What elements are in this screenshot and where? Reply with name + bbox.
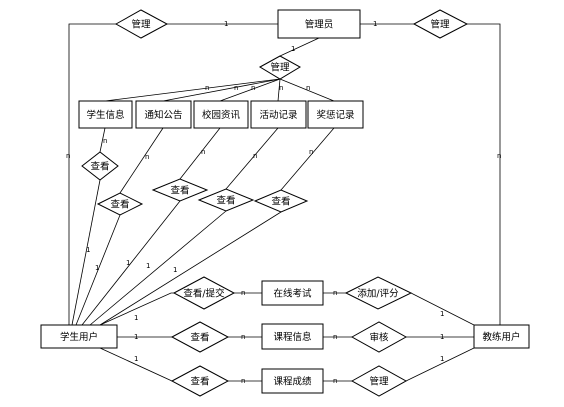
cardinality-many: n — [201, 148, 205, 156]
relationship-manage-center: 管理 — [258, 55, 302, 80]
cardinality-many: n — [66, 152, 70, 160]
relationship-label: 管理 — [430, 19, 450, 31]
relationship-manage-right: 管理 — [412, 9, 469, 39]
cardinality-many: n — [241, 289, 245, 297]
entity-label: 管理员 — [305, 19, 334, 31]
relationship-manage-score: 管理 — [350, 365, 408, 397]
cardinality-many: n — [234, 84, 238, 92]
entity-admin: 管理员 — [277, 9, 361, 39]
relationship-view-activity: 查看 — [197, 188, 255, 212]
cardinality-many: n — [251, 84, 255, 92]
relationship-view-notice: 查看 — [96, 192, 144, 216]
entity-activity: 活动记录 — [250, 100, 307, 129]
cardinality-many: n — [145, 153, 149, 161]
cardinality-markers: 1 1 n n 1 n n n n n n n n n n 1 1 1 1 1 … — [66, 20, 501, 385]
cardinality-one: 1 — [440, 333, 444, 341]
relationship-label: 查看/提交 — [183, 288, 225, 300]
cardinality-many: n — [241, 333, 245, 341]
relationship-label: 查看 — [110, 199, 129, 211]
relationship-label: 查看 — [190, 332, 209, 344]
entity-campus-news: 校园资讯 — [193, 100, 249, 129]
relationship-label: 管理 — [369, 376, 389, 388]
cardinality-many: n — [309, 148, 313, 156]
cardinality-many: n — [497, 152, 501, 160]
cardinality-one: 1 — [224, 20, 228, 28]
entity-label: 课程成绩 — [273, 376, 312, 388]
relationship-label: 查看 — [190, 376, 209, 388]
cardinality-many: n — [333, 289, 337, 297]
relationship-label: 查看 — [216, 195, 235, 207]
entity-label: 奖惩记录 — [316, 109, 355, 121]
relationship-view-submit: 查看/提交 — [172, 276, 236, 310]
entity-online-exam: 在线考试 — [261, 280, 324, 306]
relationship-view-course: 查看 — [170, 321, 230, 353]
cardinality-one: 1 — [86, 246, 90, 254]
entity-label: 活动记录 — [259, 109, 298, 121]
relationship-label: 审核 — [369, 332, 389, 344]
cardinality-one: 1 — [373, 20, 377, 28]
cardinality-one: 1 — [134, 355, 138, 363]
cardinality-one: 1 — [134, 333, 138, 341]
relationship-label: 查看 — [271, 196, 290, 208]
cardinality-many: n — [333, 333, 337, 341]
cardinality-one: 1 — [440, 310, 444, 318]
cardinality-many: n — [279, 84, 283, 92]
relationship-view-campus-news: 查看 — [151, 178, 209, 202]
relationship-label: 管理 — [270, 62, 290, 74]
cardinality-one: 1 — [440, 355, 444, 363]
relationship-view-student-info: 查看 — [81, 151, 119, 181]
cardinality-one: 1 — [95, 264, 99, 272]
relationship-label: 查看 — [90, 161, 109, 173]
relationship-review: 审核 — [350, 321, 408, 353]
cardinality-many: n — [205, 84, 209, 92]
entity-student-info: 学生信息 — [78, 100, 133, 129]
entity-student-user: 学生用户 — [40, 324, 118, 349]
relationship-manage-left: 管理 — [114, 9, 169, 39]
relationship-view-score: 查看 — [170, 365, 230, 397]
entity-reward: 奖惩记录 — [307, 100, 364, 129]
entity-label: 校园资讯 — [202, 109, 241, 121]
cardinality-many: n — [306, 84, 310, 92]
entity-course-info: 课程信息 — [261, 323, 324, 350]
entity-label: 课程信息 — [273, 331, 311, 343]
cardinality-one: 1 — [291, 45, 295, 53]
relationship-add-grade: 添加/评分 — [344, 276, 413, 310]
cardinality-many: n — [253, 152, 257, 160]
entity-label: 通知公告 — [144, 109, 182, 121]
connectors — [68, 23, 501, 382]
entity-course-score: 课程成绩 — [261, 368, 324, 394]
cardinality-one: 1 — [126, 259, 130, 267]
relationship-view-reward: 查看 — [253, 189, 309, 213]
cardinality-one: 1 — [146, 262, 150, 270]
cardinality-one: 1 — [134, 314, 138, 322]
relationship-label: 管理 — [131, 19, 151, 31]
entity-label: 学生用户 — [60, 331, 98, 343]
entity-label: 教练用户 — [482, 331, 520, 343]
cardinality-one: 1 — [173, 266, 177, 274]
cardinality-many: n — [333, 377, 337, 385]
entity-label: 学生信息 — [86, 109, 124, 121]
entity-notice: 通知公告 — [135, 100, 192, 129]
cardinality-many: n — [241, 377, 245, 385]
relationship-label: 查看 — [170, 185, 189, 197]
relationship-label: 添加/评分 — [357, 289, 399, 300]
cardinality-many: n — [103, 137, 107, 145]
entity-teacher-user: 教练用户 — [473, 324, 530, 349]
entity-label: 在线考试 — [273, 288, 312, 300]
